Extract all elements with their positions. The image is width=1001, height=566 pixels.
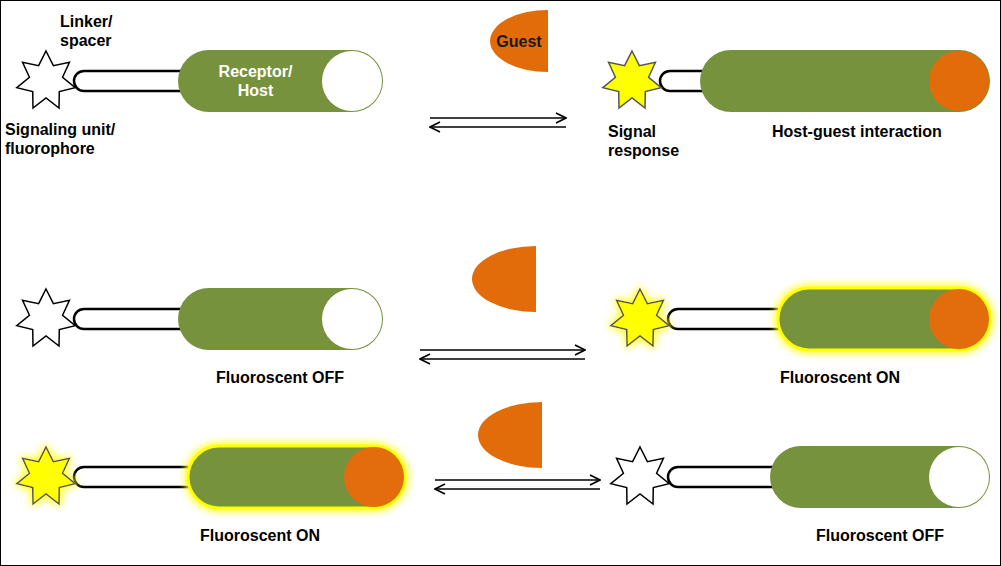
fluorophore-on	[603, 51, 662, 108]
fluorophore-off	[17, 289, 76, 346]
fluorophore-off	[611, 447, 670, 504]
bound-guest	[344, 447, 404, 507]
linker	[668, 309, 790, 329]
linker	[74, 309, 190, 329]
linker	[668, 467, 782, 487]
probe-off	[17, 288, 383, 350]
state-label: Fluoroscent ON	[740, 368, 940, 387]
receptor-outline	[178, 50, 383, 112]
state-label: Fluoroscent ON	[160, 526, 360, 545]
node-text: Guest	[496, 32, 541, 51]
equilibrium-arrows	[420, 350, 585, 359]
receptor-shape	[188, 446, 405, 508]
probe-on	[611, 288, 990, 350]
guest-shape	[478, 402, 542, 468]
fluorophore-on	[17, 447, 76, 504]
probe-bound	[603, 50, 990, 112]
state-label: Fluoroscent OFF	[780, 526, 980, 545]
linker	[74, 71, 190, 91]
binding-cavity	[322, 289, 382, 349]
probe-on	[17, 446, 405, 508]
receptor-host-box: Receptor/ Host	[178, 50, 383, 112]
binding-cavity	[322, 51, 382, 111]
state-label: Fluoroscent OFF	[180, 368, 380, 387]
receptor-shape	[178, 288, 383, 350]
node-outline	[178, 50, 383, 112]
signal-label: Signal response	[608, 122, 693, 160]
fluorophore-on	[611, 289, 670, 346]
guest-shape: Guest	[490, 10, 548, 72]
guest-shape	[472, 246, 536, 312]
bound-guest	[929, 289, 989, 349]
bound-guest	[929, 51, 989, 111]
linker	[74, 467, 198, 487]
equilibrium-arrows	[435, 480, 600, 489]
receptor-shape	[778, 288, 990, 350]
equilibrium-arrows	[430, 118, 566, 127]
receptor-shape	[700, 50, 990, 112]
fluorophore-label: Signaling unit/ fluorophore	[5, 120, 155, 158]
fluorophore-off	[17, 51, 76, 108]
interaction-label: Host-guest interaction	[772, 122, 997, 141]
linker-label: Linker/ spacer	[60, 12, 140, 50]
receptor-shape	[770, 446, 990, 508]
binding-cavity	[929, 447, 989, 507]
probe-free	[17, 51, 190, 108]
node-text: Receptor/ Host	[211, 62, 301, 100]
probe-off	[611, 446, 990, 508]
guest-outline	[490, 10, 548, 72]
